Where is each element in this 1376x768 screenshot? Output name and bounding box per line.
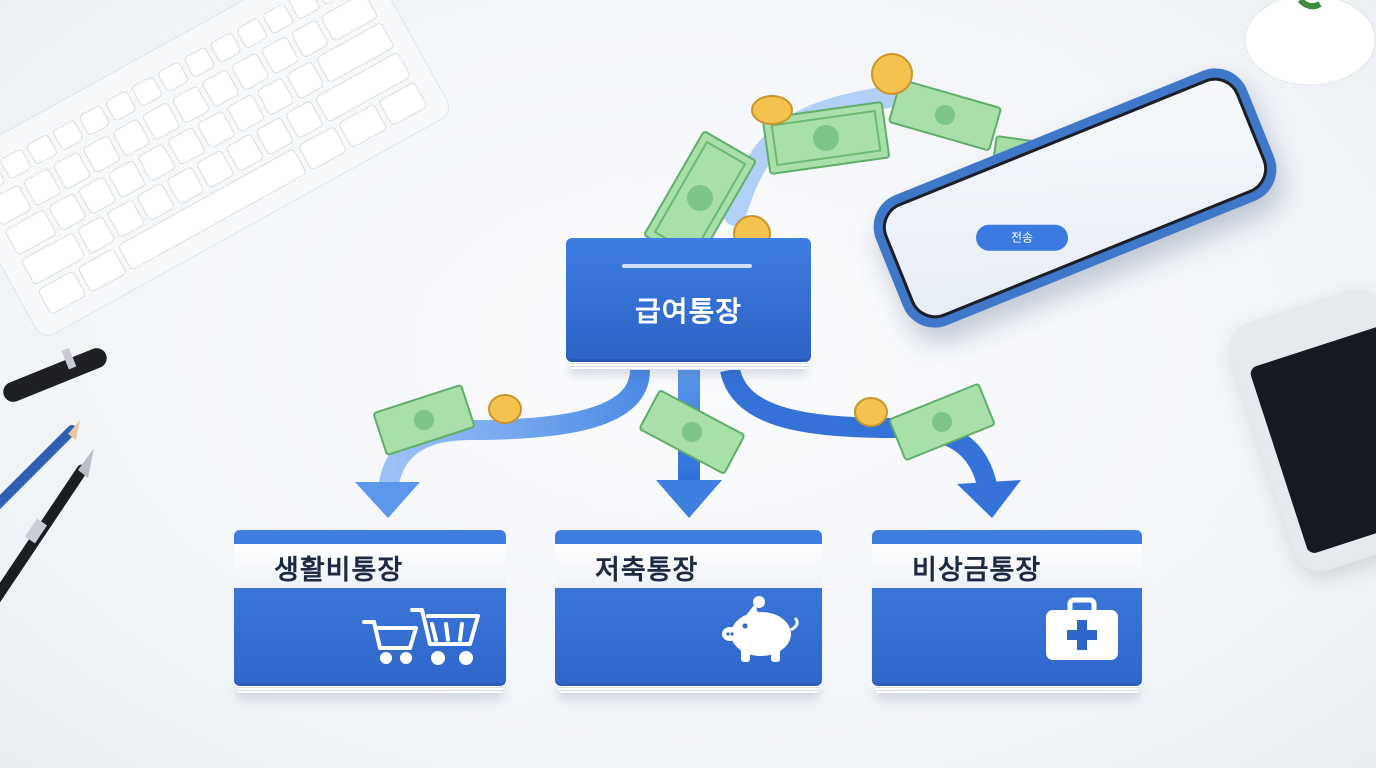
keyboard	[0, 0, 450, 336]
living-expense-passbook[interactable]: 생활비통장	[234, 530, 506, 694]
first-aid-kit-icon	[1046, 597, 1118, 660]
card-slot	[622, 264, 752, 268]
flow-arrow-right	[720, 367, 1021, 518]
money-bill	[639, 390, 745, 474]
savings-passbook[interactable]: 저축통장	[555, 530, 822, 694]
money-bill	[762, 101, 890, 175]
emergency-fund-passbook[interactable]: 비상금통장	[872, 530, 1142, 694]
piggy-bank-icon	[722, 596, 799, 662]
send-button[interactable]: 전송	[976, 224, 1069, 251]
money-bill	[889, 383, 995, 461]
pen-black-cap	[3, 347, 107, 402]
money-bill	[373, 384, 475, 456]
main-account-passbook[interactable]: 급여통장	[566, 238, 811, 370]
savings-label: 저축통장	[595, 555, 699, 586]
emergency-fund-label: 비상금통장	[912, 555, 1042, 586]
main-account-label: 급여통장	[634, 295, 743, 328]
shopping-cart-icon	[362, 608, 480, 665]
money-bill	[888, 79, 1002, 151]
flow-arrow-left	[355, 369, 650, 518]
living-expense-label: 생활비통장	[274, 555, 404, 586]
fountain-pen	[0, 448, 94, 603]
pencil	[0, 420, 80, 510]
plant-pot	[1244, 0, 1376, 86]
